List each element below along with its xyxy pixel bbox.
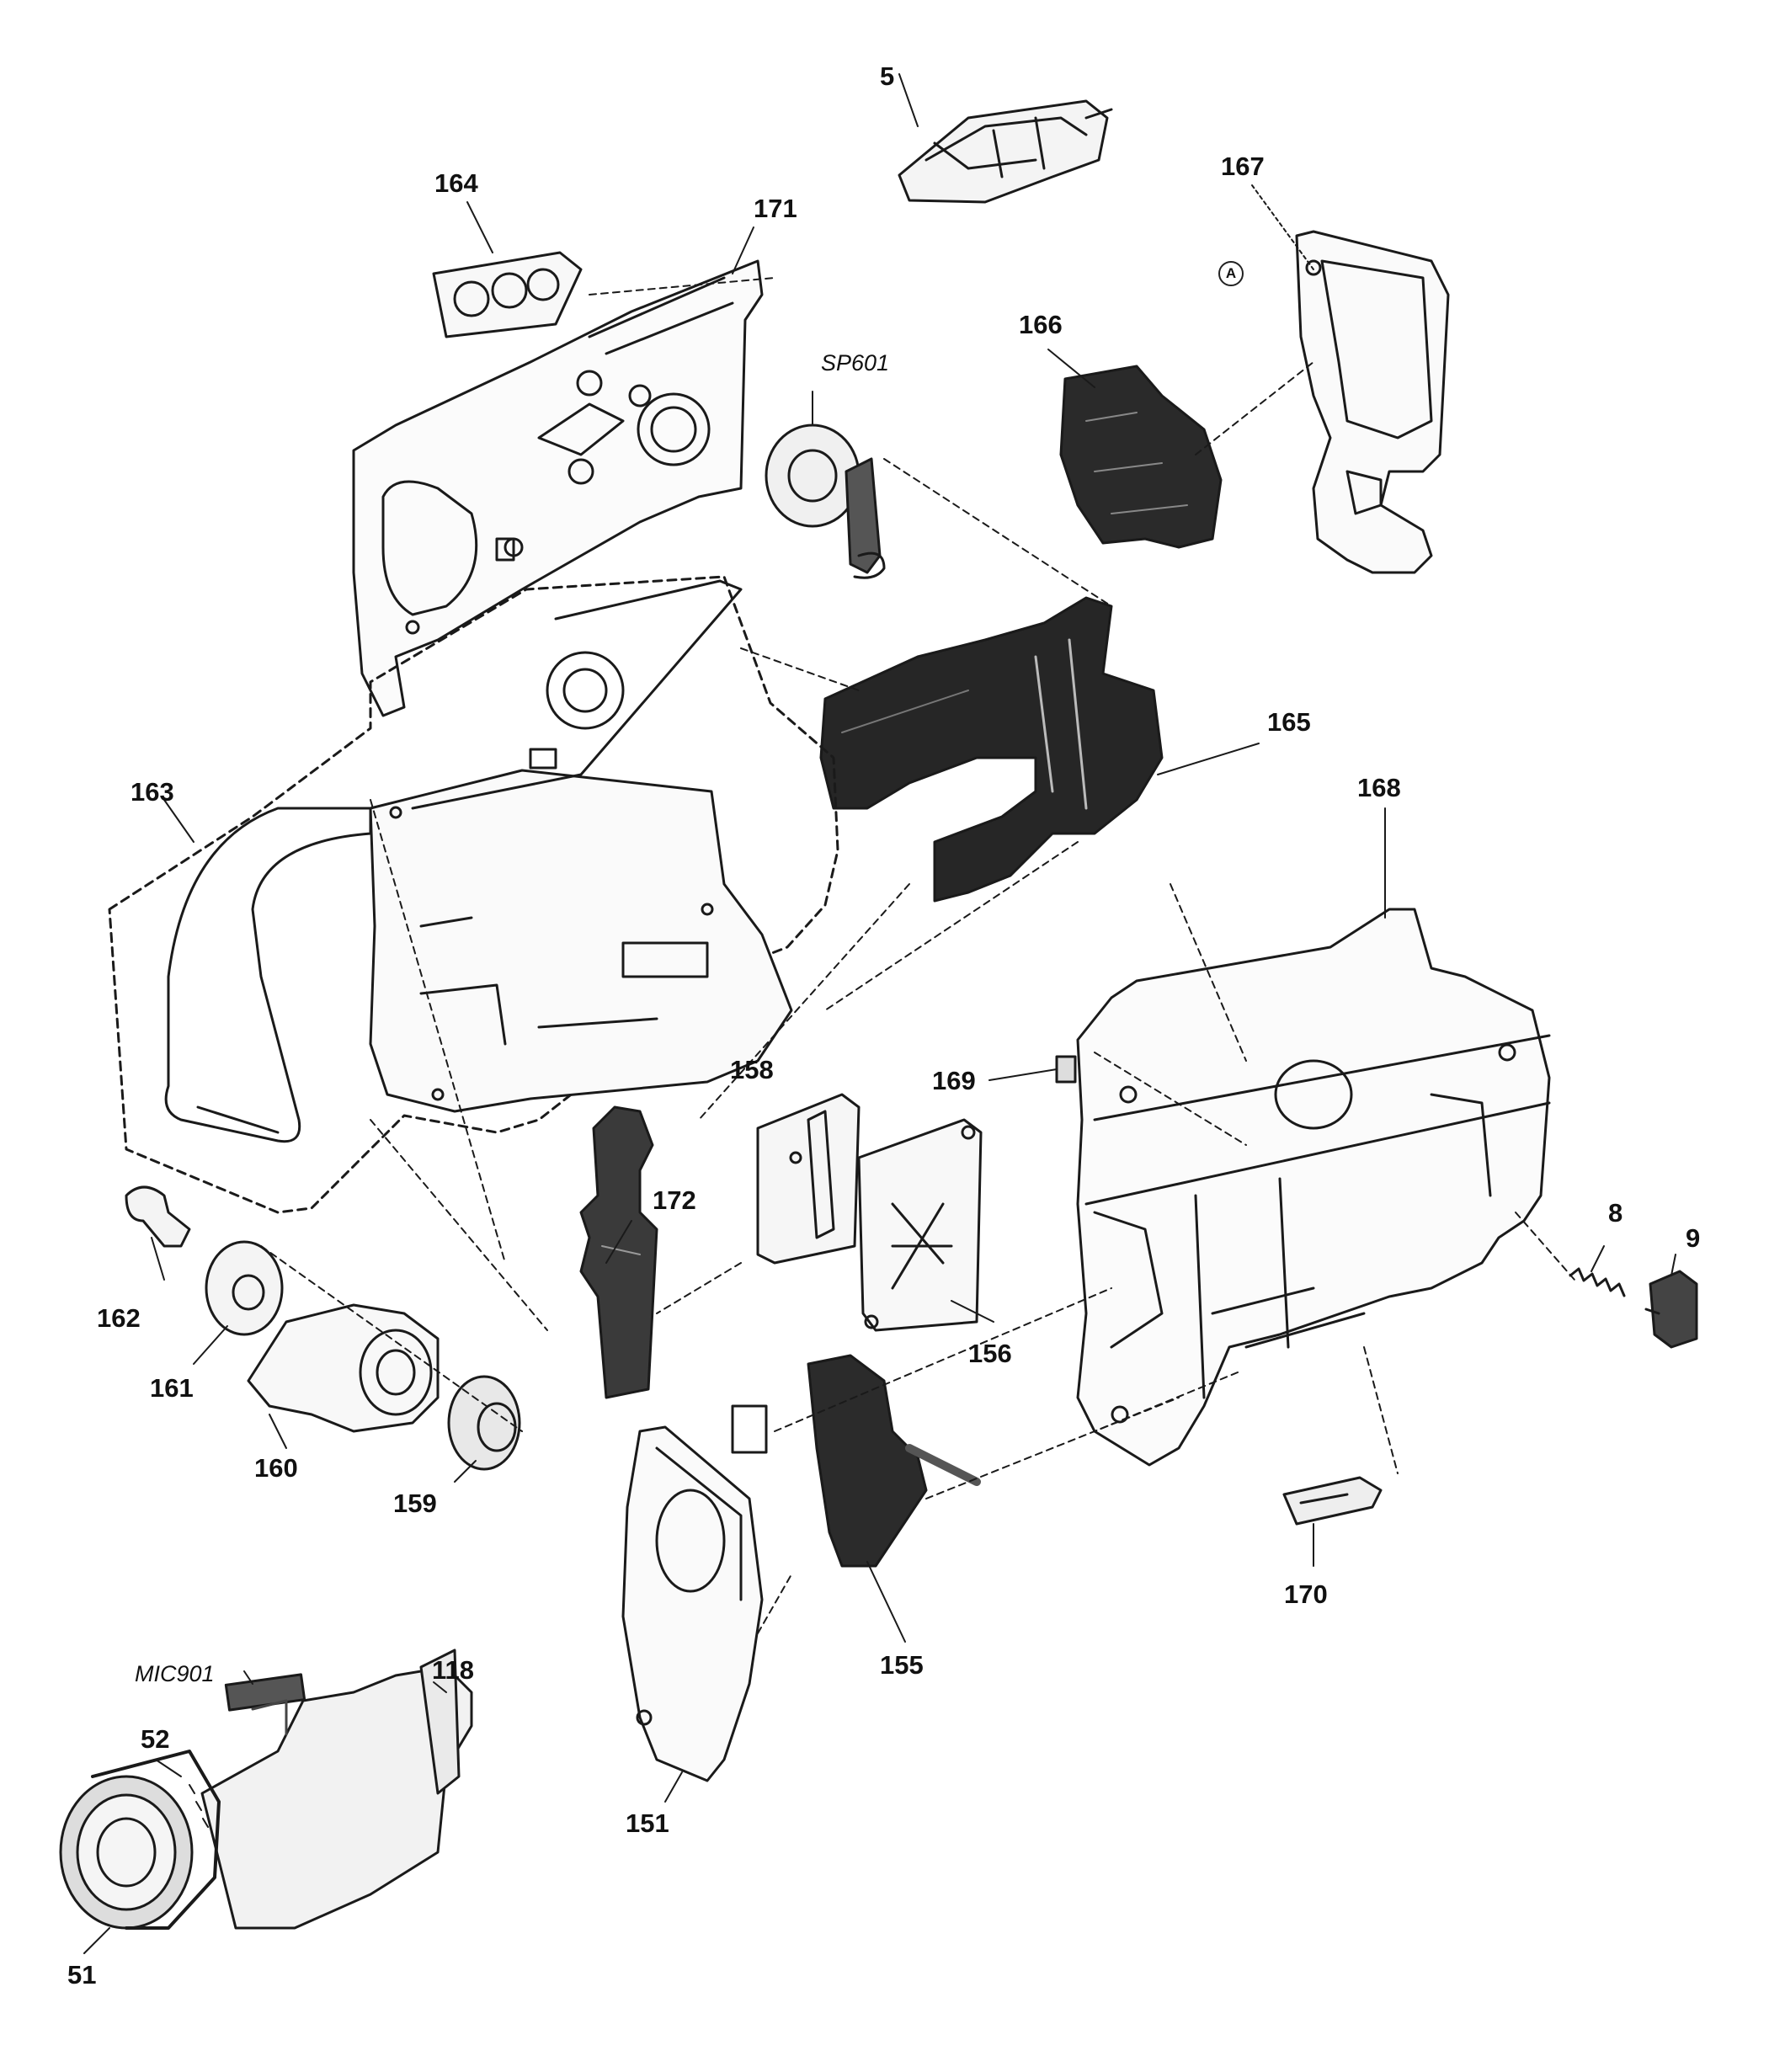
label-part-169: 169 xyxy=(932,1066,976,1095)
label-part-9: 9 xyxy=(1686,1223,1701,1253)
label-mic901: MIC901 xyxy=(135,1661,215,1686)
part-165-flex-board xyxy=(819,596,1164,903)
part-167-side-cover xyxy=(1295,230,1450,574)
part-155-hinge-board xyxy=(731,1354,981,1568)
label-part-158: 158 xyxy=(730,1055,774,1084)
part-166-circuit-board xyxy=(1059,365,1223,549)
label-part-118: 118 xyxy=(432,1655,475,1685)
label-part-168: 168 xyxy=(1357,773,1401,802)
part-168-chassis xyxy=(1076,908,1551,1467)
speaker-bracket xyxy=(845,457,886,579)
label-part-163: 163 xyxy=(131,777,174,807)
label-part-167: 167 xyxy=(1221,152,1265,181)
label-part-156: 156 xyxy=(968,1339,1012,1368)
part-5-top-cover xyxy=(898,99,1113,204)
label-part-160: 160 xyxy=(254,1453,298,1483)
label-part-162: 162 xyxy=(97,1303,141,1333)
part-151-side-cover xyxy=(621,1425,764,1782)
part-8-spring xyxy=(1569,1267,1626,1297)
leader-lines xyxy=(83,73,1676,1954)
part-158-block xyxy=(756,1093,861,1265)
camera-block-assembly xyxy=(59,1649,473,1930)
part-169-clip xyxy=(1055,1055,1077,1084)
part-164-plate xyxy=(432,251,583,338)
part-9-latch xyxy=(1644,1270,1698,1349)
label-part-8: 8 xyxy=(1608,1198,1623,1228)
part-161-washer xyxy=(205,1240,284,1336)
part-172-flex-strip xyxy=(579,1105,658,1399)
part-156-bracket-plate xyxy=(857,1118,983,1332)
label-part-165: 165 xyxy=(1267,707,1311,737)
reference-marker-a: A xyxy=(1218,261,1244,286)
label-part-52: 52 xyxy=(141,1724,170,1754)
label-part-151: 151 xyxy=(626,1808,669,1838)
label-part-170: 170 xyxy=(1284,1579,1328,1609)
label-part-161: 161 xyxy=(150,1373,194,1403)
label-part-166: 166 xyxy=(1019,310,1063,339)
part-171-upper-frame xyxy=(352,259,764,717)
label-part-164: 164 xyxy=(434,168,478,198)
label-part-155: 155 xyxy=(880,1650,924,1680)
part-159-focus-ring xyxy=(447,1375,521,1471)
part-160-eyecup-housing xyxy=(247,1303,440,1433)
label-part-51: 51 xyxy=(67,1960,97,1989)
assembly-guide-lines xyxy=(260,277,1575,1634)
label-part-172: 172 xyxy=(653,1185,696,1215)
label-part-171: 171 xyxy=(754,194,797,223)
label-sp601: SP601 xyxy=(821,350,890,376)
label-part-5: 5 xyxy=(880,61,895,91)
part-162-screw xyxy=(125,1185,191,1248)
label-part-159: 159 xyxy=(393,1489,437,1518)
part-163-grip-assembly xyxy=(108,575,839,1214)
part-170-card xyxy=(1282,1476,1383,1526)
speaker-sp601 xyxy=(765,423,861,528)
